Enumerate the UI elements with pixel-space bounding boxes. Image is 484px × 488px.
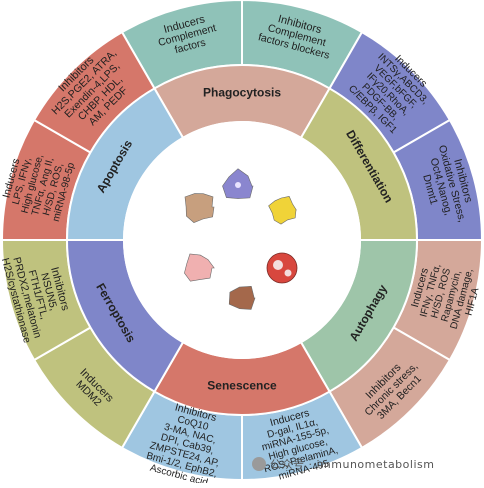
- watermark-text: 公众号 · immunometabolism: [270, 458, 435, 471]
- vacuole-icon: [273, 260, 283, 270]
- core-circle: [123, 121, 361, 359]
- apoptotic-cell-icon: [184, 193, 215, 223]
- yellow-cell-icon: [268, 196, 297, 225]
- senescent-cell-icon: [228, 285, 256, 310]
- watermark: 公众号 · immunometabolism: [252, 456, 434, 472]
- inner-label-senescence: Senescence: [207, 379, 277, 393]
- nucleus-icon: [235, 182, 241, 188]
- ferroptotic-cell-icon: [184, 253, 215, 282]
- vacuole-icon: [284, 269, 292, 277]
- wechat-logo-icon: [252, 457, 266, 471]
- inner-label-phagocytosis: Phagocytosis: [203, 86, 281, 100]
- center-cells: [184, 168, 298, 310]
